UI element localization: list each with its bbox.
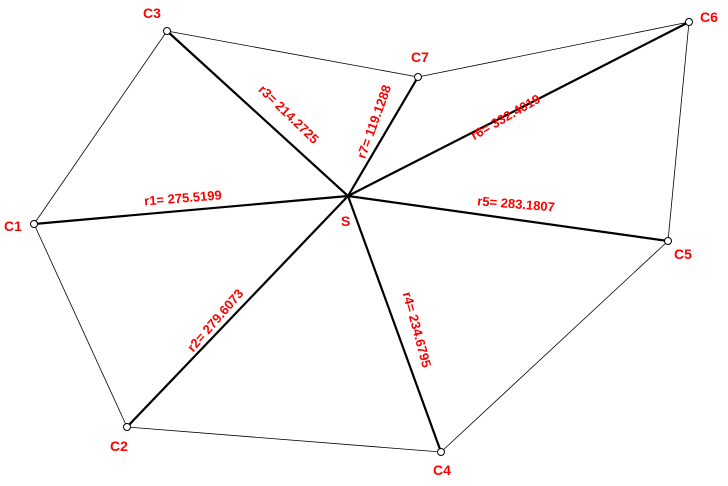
ray-r6 bbox=[347, 21, 690, 197]
ray-label-r7: r7= 119.1288 bbox=[354, 83, 394, 160]
node-label-c7: C7 bbox=[411, 49, 429, 65]
ray-label-r1: r1= 275.5199 bbox=[144, 187, 223, 208]
ray-label-r3: r3= 214.2725 bbox=[256, 82, 322, 147]
edge-c1-c3 bbox=[33, 30, 168, 225]
node-label-c2: C2 bbox=[110, 438, 128, 454]
edge-c6-c5 bbox=[667, 21, 690, 242]
ray-r2 bbox=[126, 195, 349, 428]
node-marker-c6 bbox=[685, 18, 693, 26]
center-label: S bbox=[341, 213, 350, 229]
ray-label-r4: r4= 234.6795 bbox=[400, 290, 435, 369]
node-marker-c7 bbox=[414, 73, 422, 81]
edge-c5-c4 bbox=[440, 240, 669, 453]
node-marker-c3 bbox=[163, 27, 171, 35]
node-marker-c5 bbox=[664, 237, 672, 245]
edge-c3-c7 bbox=[166, 30, 419, 78]
edge-c4-c2 bbox=[126, 426, 442, 453]
edge-c7-c6 bbox=[417, 21, 690, 78]
node-marker-c2 bbox=[123, 423, 131, 431]
edge-c2-c1 bbox=[33, 223, 128, 428]
ray-r4 bbox=[346, 195, 443, 453]
node-label-c4: C4 bbox=[433, 462, 451, 478]
node-label-c3: C3 bbox=[143, 5, 161, 21]
node-label-c1: C1 bbox=[4, 218, 22, 234]
ray-r3 bbox=[166, 30, 349, 197]
node-label-c6: C6 bbox=[700, 9, 718, 25]
ray-r1 bbox=[33, 194, 349, 226]
ray-label-r5: r5= 283.1807 bbox=[477, 193, 556, 214]
node-label-c5: C5 bbox=[674, 246, 692, 262]
ray-label-r6: r6= 332.4019 bbox=[468, 91, 543, 143]
ray-r7 bbox=[347, 76, 419, 197]
ray-r5 bbox=[347, 194, 669, 243]
node-marker-c1 bbox=[30, 220, 38, 228]
node-marker-c4 bbox=[437, 448, 445, 456]
ray-label-r2: r2= 279.6073 bbox=[184, 286, 246, 354]
